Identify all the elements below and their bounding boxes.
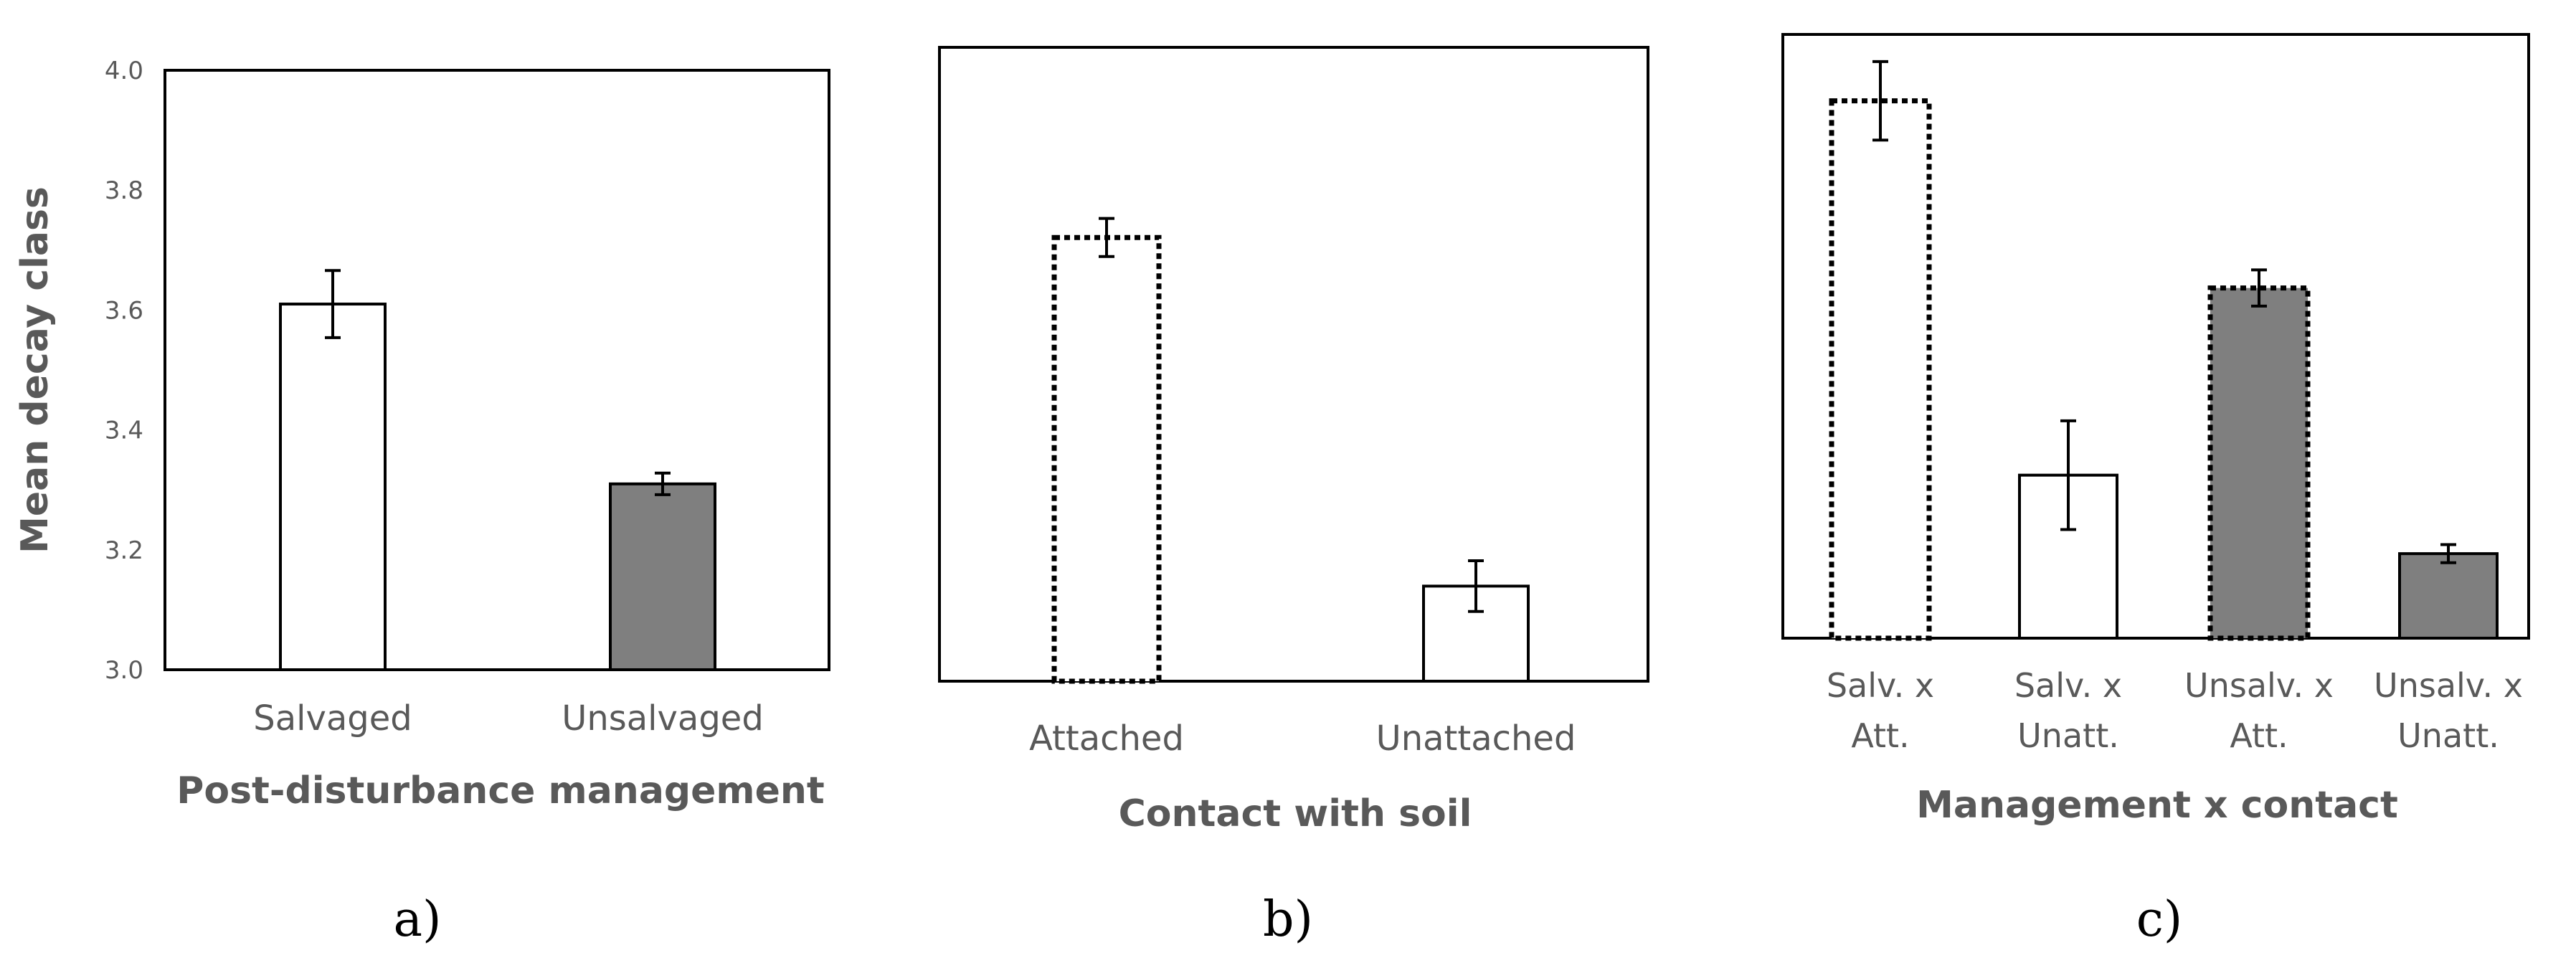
panel-b-chart: Attached Unattached Contact with soil b) (938, 46, 1649, 948)
panel-a-y-axis-title: Mean decay class (14, 186, 57, 554)
panel-c-x-axis-title: Management x contact (1916, 784, 2398, 827)
x-tick-label: Salv. x (2014, 666, 2122, 705)
panel-a-label: a) (393, 891, 441, 948)
x-tick-label: Unsalvaged (562, 698, 764, 739)
bar (1829, 98, 1932, 641)
x-tick-label: Unsalv. x (2184, 666, 2334, 705)
panel-a-x-axis-title: Post-disturbance management (176, 769, 824, 812)
panel-c-chart: Salv. x Att. Salv. x Unatt. Unsalv. x Att. Uns… (1781, 33, 2530, 948)
panel-c-label: c) (2136, 891, 2183, 948)
x-tick-label: Salv. x (1827, 666, 1934, 705)
x-tick-label: Unattached (1376, 718, 1576, 759)
y-tick-label: 4.0 (105, 57, 143, 85)
panel-a-chart: 3.0 3.2 3.4 3.6 3.8 4.0 Salvaged Unsalvaged Me… (14, 57, 830, 948)
panel-b-x-axis-title: Contact with soil (1119, 792, 1472, 835)
bar (1051, 234, 1162, 684)
bar (279, 303, 387, 671)
bar (609, 482, 716, 672)
y-tick-label: 3.0 (105, 656, 143, 685)
panel-a-plot-frame (164, 69, 830, 671)
panel-c-plot-frame (1781, 33, 2530, 640)
bar (2207, 285, 2311, 641)
bar (2398, 552, 2499, 640)
x-tick-label: Unatt. (2397, 716, 2499, 755)
x-tick-label: Attached (1029, 718, 1184, 759)
x-tick-label: Att. (2230, 716, 2288, 755)
panel-b-plot-frame (938, 46, 1649, 683)
y-tick-label: 3.6 (105, 296, 143, 325)
y-tick-label: 3.4 (105, 417, 143, 445)
y-tick-label: 3.8 (105, 176, 143, 205)
x-tick-label: Unatt. (2017, 716, 2119, 755)
x-tick-label: Unsalv. x (2374, 666, 2523, 705)
x-tick-label: Salvaged (253, 698, 412, 739)
panel-b-label: b) (1263, 891, 1313, 948)
x-tick-label: Att. (1851, 716, 1909, 755)
y-tick-label: 3.2 (105, 536, 143, 565)
